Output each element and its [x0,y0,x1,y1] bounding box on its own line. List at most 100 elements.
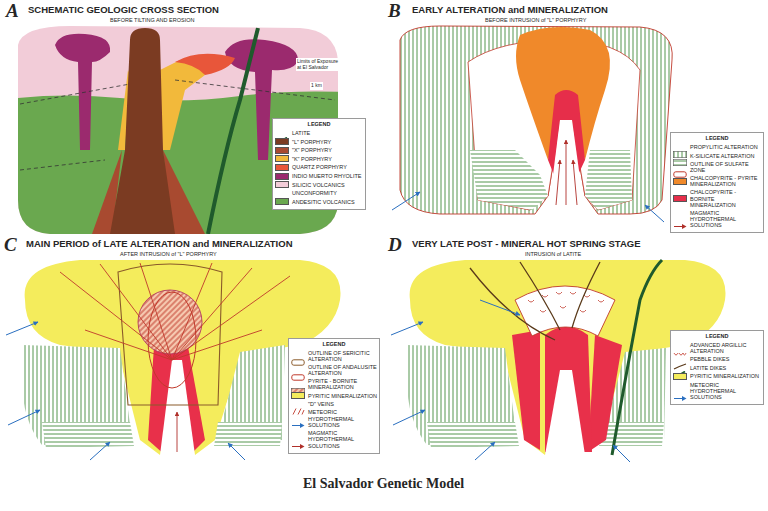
legend-heading: LEGEND [275,121,363,128]
legend-symbol [291,381,305,388]
legend-row: OUTLINE OF SERICITIC ALTERATION [291,350,377,363]
legend-text: ANDESITIC VOLCANICS [292,199,355,205]
argillic-sample [674,353,686,355]
pattern-sample [673,151,686,157]
legend-symbol [673,388,687,395]
panel-title: VERY LATE POST - MINERAL HOT SPRING STAG… [412,239,641,249]
arrow-sample-head [682,224,687,229]
quartz-porphyry [175,54,235,75]
pebble-sample [674,364,686,369]
magmatic-arrow [573,160,577,205]
legend-row: ANDESITIC VOLCANICS [275,198,363,205]
legend-swatch [673,178,687,185]
argillic-symbols [528,292,604,312]
legend-swatch [275,198,289,205]
legend-symbol [673,364,687,371]
legend-swatch [275,147,289,154]
legend-text: INDIO MUERTO RHYOLITE [292,173,361,179]
unconformity-line [20,160,105,170]
andesitic-volcanics [0,91,380,240]
panel-subtitle: BEFORE INTRUSION of "L" PORPHYRY [485,17,586,23]
panel-letter: C [4,235,17,256]
legend-sample [291,443,305,450]
rhyolite-body [225,39,298,160]
legend-sample [673,351,687,358]
meteoric-arrow [645,205,664,222]
legend-row: PEBBLE DIKES [673,356,761,363]
k-silicate-hatch [42,422,134,448]
legend-symbol [673,356,687,363]
legend-text: UNCONFORMITY [292,190,337,196]
k-porphyry [160,60,205,150]
panel-letter: D [388,235,402,256]
panel-title: EARLY ALTERATION and MINERALIZATION [412,5,608,15]
legend-box: LEGEND LATITE "L" PORPHYRY "X" PORPHYRY "K" … [272,118,366,210]
pattern-sample [673,159,686,165]
legend-symbol [291,401,305,408]
argillic-zone [515,286,615,336]
panel-subtitle: BEFORE TILTING AND EROSION [110,17,194,23]
legend-swatch [275,173,289,180]
legend-row: METEORIC HYDROTHERMAL SOLUTIONS [673,382,761,401]
legend-sample [673,223,687,230]
legend-text: SILICIC VOLCANICS [292,182,345,188]
legend-row: OUTLINE OF SULFATE ZONE [673,161,761,174]
legend-symbol [673,152,687,159]
sericitic-outline [118,264,222,405]
legend-sample [291,359,305,366]
meteoric-arrow [391,322,423,335]
panel-title: SCHEMATIC GEOLOGIC CROSS SECTION [28,5,219,15]
legend-text: CHALCOPYRITE - BORNITE MINERALIZATION [690,189,761,208]
legend-text: CHALCOPYRITE - PYRITE MINERALIZATION [690,175,761,188]
legend-sample [673,395,687,402]
legend-row: PYRITE - BORNITE MINERALIZATION [291,378,377,391]
legend-text: PROPYLITIC ALTERATION [690,144,758,150]
legend-text: ADVANCED ARGILLIC ALTERATION [690,342,761,355]
arrow-sample [292,425,301,426]
legend-text: OUTLINE OF SERICITIC ALTERATION [308,350,377,363]
legend-swatch [275,181,289,188]
legend-row: LATITE DIKES [673,364,761,371]
k-silicate-hatch [599,422,664,446]
legend-text: OUTLINE OF SULFATE ZONE [690,161,761,174]
silicic-volcanics [0,0,380,240]
map-note: Limits of Exposure at El Salvador [296,58,340,71]
pebble-dikes [470,262,600,340]
arrow-sample [674,398,683,399]
meteoric-arrow [6,322,38,335]
arrow-sample-head [300,444,305,449]
latite-dike [208,28,258,234]
legend-row: "L" PORPHYRY [275,138,363,145]
legend-text: LATITE [292,130,310,136]
panel-title: MAIN PERIOD of LATE ALTERATION and MINER… [26,239,293,249]
legend-text: PYRITIC MINERALIZATION [690,373,759,379]
scale-label: 1 km [310,82,323,90]
unconformity-line [175,80,335,100]
legend-swatch [275,138,289,145]
legend-sample [291,374,305,381]
d-veins [60,263,290,360]
intrusion-notch [545,370,585,455]
legend-text: METEORIC HYDROTHERMAL SOLUTIONS [690,382,761,401]
meteoric-arrow [392,192,420,210]
legend-text: "X" PORPHYRY [292,147,332,153]
legend-row: "K" PORPHYRY [275,155,363,162]
legend-symbol [673,164,687,171]
legend-row: LATITE [275,130,363,137]
legend-row: UNCONFORMITY [275,190,363,197]
panel-letter: B [388,1,401,22]
rhyolite-body [55,34,110,150]
legend-text: PYRITIC MINERALIZATION [308,393,377,399]
legend-text: MAGMATIC HYDROTHERMAL SOLUTIONS [690,210,761,229]
legend-heading: LEGEND [291,341,377,348]
legend-text: "K" PORPHYRY [292,156,332,162]
legend-row: "X" PORPHYRY [275,147,363,154]
d-vein [85,330,172,360]
legend-row: PYRITIC MINERALIZATION [673,373,761,380]
k-silicate-hatch [427,422,519,448]
arrow-sample [292,446,301,447]
propylitic-zone [400,26,672,214]
legend-row: ADVANCED ARGILLIC ALTERATION [673,342,761,355]
legend-text: MAGMATIC HYDROTHERMAL SOLUTIONS [308,430,377,449]
legend-row: MAGMATIC HYDROTHERMAL SOLUTIONS [291,430,377,449]
